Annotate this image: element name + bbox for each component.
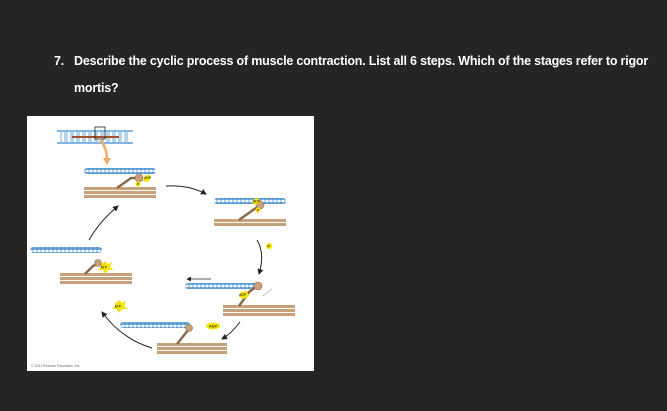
sarcomere-overview	[57, 126, 133, 146]
released-adp	[206, 322, 220, 330]
stage-detachment: ATP	[30, 247, 132, 284]
label-adp-step1: ADP	[144, 176, 152, 180]
figure-copyright: © 2011 Pearson Education, Inc.	[31, 364, 81, 368]
released-phosphate	[266, 243, 272, 249]
label-adp-step2: ADP	[253, 200, 261, 204]
stage-power-stroke: ADP	[185, 281, 295, 316]
question-number: 7.	[54, 54, 65, 68]
stage-rigor-bound	[120, 322, 227, 354]
atp-burst-incoming	[112, 300, 128, 313]
label-adp-released: ADP	[209, 324, 218, 329]
cycle-arrow-3	[221, 321, 241, 340]
label-adp-step3: ADP	[239, 293, 247, 297]
label-atp-step5: ATP	[101, 266, 108, 270]
cycle-arrow-5	[88, 205, 119, 241]
cycle-arrow-2	[256, 239, 264, 275]
intro-arrow	[98, 138, 111, 165]
question-text: Describe the cyclic process of muscle co…	[74, 54, 649, 95]
label-atp-incoming: ATP	[115, 305, 122, 309]
stage-pi-release: ADP P	[214, 198, 286, 226]
cycle-arrow-1	[165, 185, 207, 195]
label-p-step2: P	[257, 209, 260, 213]
label-p-step1: P	[137, 183, 140, 187]
cycle-arrow-4	[101, 311, 153, 349]
stage-cross-bridge-formation: ADP P	[84, 168, 156, 198]
muscle-contraction-cycle-figure: ADP P ADP P P	[27, 116, 314, 371]
label-p-released: P	[268, 244, 271, 249]
cycle-diagram: ADP P ADP P P	[30, 126, 295, 354]
